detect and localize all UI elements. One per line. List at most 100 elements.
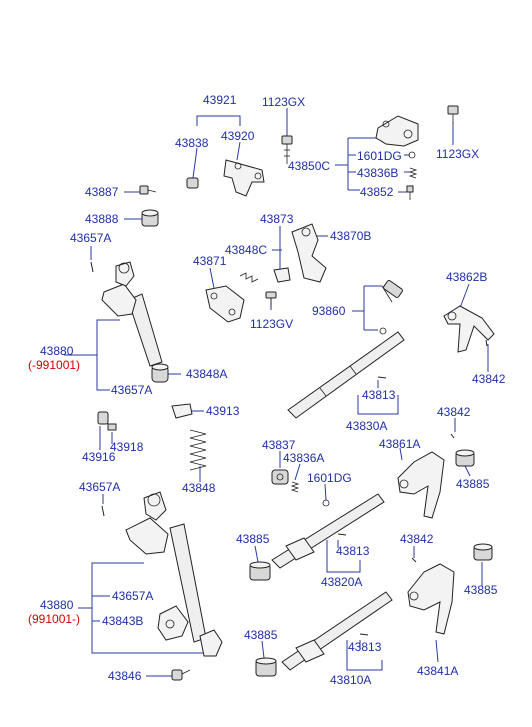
bush-43885-b [249,561,271,581]
housing-43850c [375,115,419,147]
bolt-43916 [97,411,109,425]
label-43921: 43921 [203,93,237,107]
label-1601dg-a: 1601DG [357,149,402,163]
fork-43841a [407,563,455,635]
plug-43837 [271,469,289,485]
part-drawings [90,105,495,681]
label-43837: 43837 [262,438,296,452]
bolt-43852 [406,185,414,200]
label-43830a: 43830A [346,419,387,433]
clip-43873 [273,267,291,283]
label-43918: 43918 [110,440,144,454]
spring-43848c [239,272,259,283]
label-43842-b: 43842 [437,405,471,419]
fork-43862b [443,305,495,353]
label-43657a-4: 43657A [112,589,153,603]
label-43870b: 43870B [330,229,371,243]
label-43842-a: 43842 [472,372,506,386]
label-43887: 43887 [85,185,119,199]
label-1601dg-b: 1601DG [307,471,352,485]
label-1123gx-a: 1123GX [262,95,305,109]
label-43843b: 43843B [102,614,143,628]
label-43838: 43838 [175,136,209,150]
label-43841a: 43841A [417,664,458,678]
switch-93860 [379,280,403,335]
label-43871: 43871 [193,254,227,268]
clip-43913 [171,403,193,419]
bush-43885-a [455,449,475,467]
label-991001-a: (-991001) [28,358,80,372]
label-43848a: 43848A [186,367,227,381]
shaft-43820a [271,493,385,569]
bolt-1123gx-left [281,135,293,164]
spring-43848 [189,429,207,471]
label-43862b: 43862B [446,270,487,284]
shift-lever-lower [125,491,207,643]
label-43852: 43852 [360,185,394,199]
label-93860: 93860 [312,304,346,318]
pin-43657a-1 [90,261,94,273]
label-43850c: 43850C [288,159,330,173]
label-43885-b: 43885 [236,532,270,546]
pin-43657a-3 [101,505,105,517]
pin-43813-b [337,533,347,536]
label-43810a: 43810A [330,673,371,687]
bolt-1123gx-right [447,105,459,124]
nut-43918 [107,423,117,431]
boot-43880b [199,629,223,657]
label-991001-b: (991001-) [28,612,80,626]
label-43820a: 43820A [321,575,362,589]
bush-43885-d [255,657,277,677]
shaft-43810a [281,591,393,671]
label-43846: 43846 [108,669,142,683]
label-1123gv: 1123GV [250,317,293,331]
label-43888: 43888 [85,212,119,226]
ball-1601dg-b [322,499,330,507]
label-43873: 43873 [260,212,294,226]
label-43880-a: 43880 [40,344,74,358]
pin-43813-c [359,633,369,636]
label-43916: 43916 [82,450,116,464]
label-43848: 43848 [182,481,216,495]
nut-43838 [186,177,199,189]
pin-43813-a [377,376,387,379]
lever-43870b [291,223,327,283]
label-43836b: 43836B [357,166,398,180]
label-43813-c: 43813 [348,640,382,654]
spring-43836a [290,481,300,493]
label-43880-b: 43880 [40,598,74,612]
bush-43848a [151,363,169,383]
leader-lines [64,108,489,677]
plate-43871 [205,285,245,323]
bushing-43888 [141,209,159,227]
bush-43885-c [473,543,493,561]
label-1123gx-b: 1123GX [436,147,479,161]
label-43885-c: 43885 [464,583,498,597]
label-43885-d: 43885 [244,628,278,642]
bolt-43887 [139,185,157,195]
label-43836a: 43836A [283,451,324,465]
label-43885-a: 43885 [456,477,490,491]
label-43657a-2: 43657A [111,383,152,397]
pin-43842-a [485,339,488,347]
shift-lever-upper [101,261,163,367]
ring-1601dg-a [408,151,416,159]
label-43813-a: 43813 [362,388,396,402]
bolt-43846 [171,669,191,681]
label-43842-c: 43842 [400,532,434,546]
pin-43842-b [450,433,455,439]
bracket-43920 [223,159,265,197]
fork-43861a [397,451,445,519]
pin-43842-c [411,557,417,563]
label-43813-b: 43813 [336,544,370,558]
label-43657a-3: 43657A [79,480,120,494]
bracket-43843b [157,605,189,641]
bolt-1123gv [265,291,277,308]
label-43913: 43913 [206,404,240,418]
spring-43836b [408,167,418,179]
part-labels: 43921 1123GX 43838 43920 43850C 1601DG 4… [28,93,506,687]
label-43861a: 43861A [379,437,420,451]
shaft-43830a [287,331,405,419]
label-43848c: 43848C [225,243,267,257]
